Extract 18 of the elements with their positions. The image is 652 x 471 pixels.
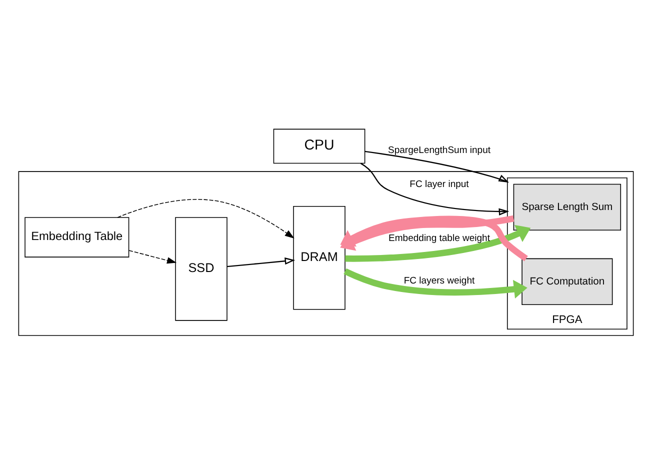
edge-label: SpargeLengthSum input (388, 145, 490, 156)
arrow (226, 257, 296, 268)
arrow (344, 268, 528, 299)
arrow (364, 150, 509, 183)
node-box: CPU (273, 128, 366, 164)
edge-label: FC layers weight (404, 276, 475, 287)
node-box: Sparse Length Sum (513, 184, 622, 231)
edge-label: Embedding table weight (388, 232, 490, 244)
arrow (128, 250, 177, 264)
node-box: DRAM (293, 206, 346, 310)
arrow (360, 162, 510, 216)
node-box: FC Computation (522, 258, 613, 305)
cluster (18, 171, 634, 336)
node-box: Embedding Table (24, 217, 130, 258)
arrow (117, 199, 294, 238)
arrow (345, 225, 531, 262)
edge-label: FC layer input (410, 179, 469, 190)
node-box: SSD (175, 217, 228, 321)
